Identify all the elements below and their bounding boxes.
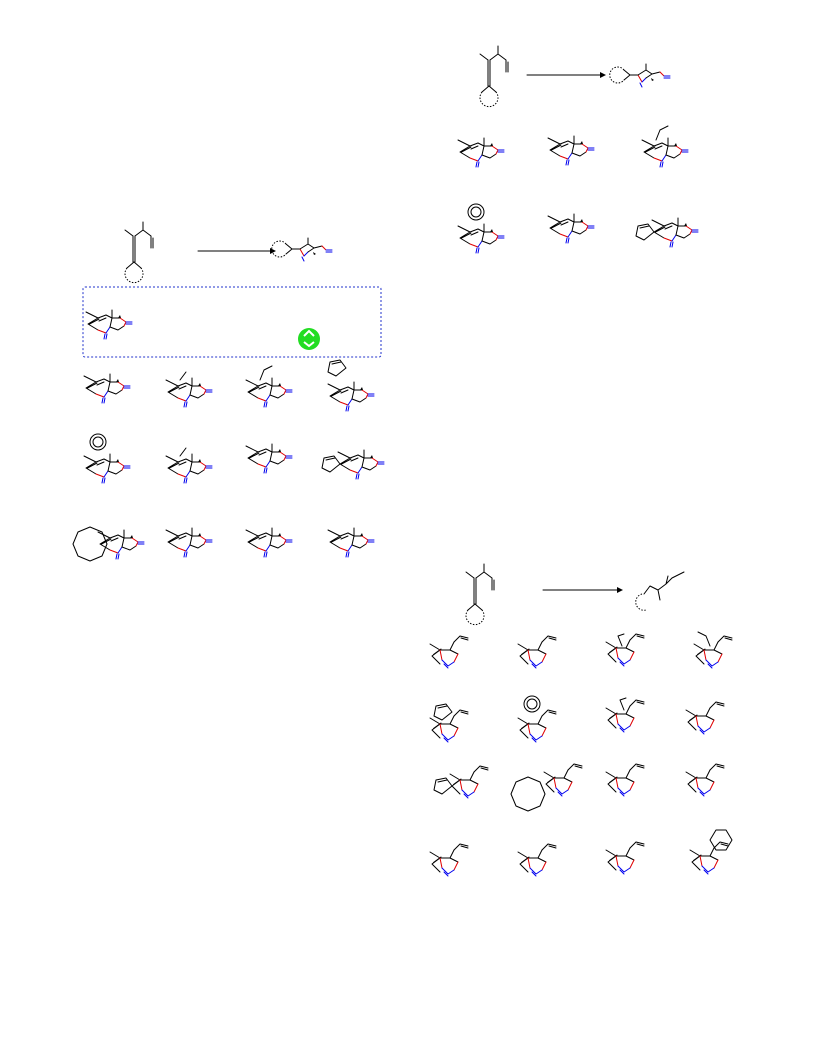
highlight-box <box>82 286 382 358</box>
phenyl-group-br <box>523 695 541 713</box>
substrate-structure-bottom-right <box>465 563 495 626</box>
product-br-6 <box>517 709 557 743</box>
product-br-1 <box>429 635 469 669</box>
cyclopentenyl-group <box>321 455 341 473</box>
substrate-structure-top-right <box>479 45 509 108</box>
product-left-2 <box>165 377 213 408</box>
product-br-13 <box>429 843 469 877</box>
product-structure-top-right <box>609 63 671 88</box>
recycle-icon <box>298 328 320 350</box>
scheme-top-right-header <box>479 45 671 108</box>
product-br-9 <box>449 765 489 799</box>
cyclopentenyl-group-tr <box>635 223 655 241</box>
product-br-16 <box>689 841 729 875</box>
product-br-8 <box>685 701 725 735</box>
product-br-11 <box>605 763 645 797</box>
product-grid-left <box>72 359 385 562</box>
product-br-7 <box>605 699 645 733</box>
product-left-8 <box>337 449 385 480</box>
product-br-14 <box>517 843 557 877</box>
product-left-5 <box>83 453 131 484</box>
scheme-bottom-right-header <box>465 563 685 626</box>
product-grid-bottom-right <box>429 631 733 877</box>
product-br-10 <box>543 763 583 797</box>
product-left-3 <box>245 377 293 408</box>
product-left-6 <box>165 453 213 484</box>
product-structure-left <box>271 237 333 262</box>
cyclooctenyl-group-br <box>510 776 546 812</box>
product-br-12 <box>685 763 725 797</box>
product-tr-2 <box>547 135 595 166</box>
product-structure-bottom-right <box>635 571 685 611</box>
product-left-9 <box>97 529 145 560</box>
substrate-structure-left <box>124 221 154 284</box>
product-tr-3 <box>641 137 689 168</box>
cyclopentyl-group-br <box>433 703 453 721</box>
phenyl-group-tr <box>467 203 485 221</box>
cyclopentyl-group <box>327 359 347 377</box>
product-left-1 <box>83 373 131 404</box>
product-br-15 <box>605 841 645 875</box>
product-br-4 <box>693 635 733 669</box>
product-tr-1 <box>457 137 505 168</box>
product-tr-4 <box>457 223 505 254</box>
product-left-4 <box>327 381 375 412</box>
product-left-10 <box>165 527 213 558</box>
product-tr-5 <box>547 213 595 244</box>
product-grid-top-right <box>457 125 699 254</box>
product-br-2 <box>517 635 557 669</box>
product-left-12 <box>327 527 375 558</box>
cyclopentenyl-group-br <box>433 777 453 795</box>
product-left-7 <box>245 443 293 474</box>
product-left-11 <box>245 527 293 558</box>
phenyl-group <box>89 433 107 451</box>
scheme-left-header <box>124 221 333 284</box>
product-tr-6 <box>651 217 699 248</box>
cyclohexenyl-group-br <box>709 829 733 851</box>
product-br-3 <box>605 633 645 667</box>
highlighted-product <box>85 309 133 340</box>
